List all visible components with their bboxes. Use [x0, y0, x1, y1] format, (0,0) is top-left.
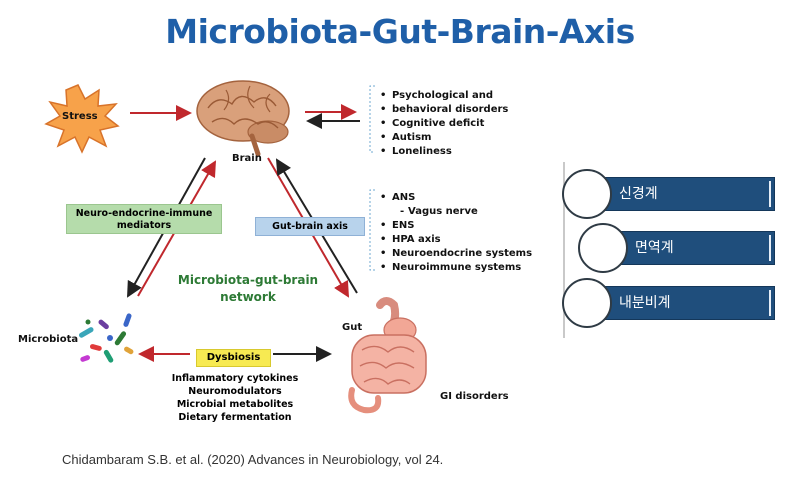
- microbiota-illustration: [78, 313, 134, 363]
- list-circle-marker: [562, 278, 612, 328]
- brain-label: Brain: [232, 153, 262, 164]
- network-label: Microbiota-gut-brain network: [173, 272, 323, 306]
- brain-effects-list: Psychological and behavioral disorders C…: [380, 89, 508, 159]
- stress-starburst: [44, 84, 120, 154]
- axis-component-item: Neuroendocrine systems: [380, 247, 532, 261]
- axis-component-item: ENS: [380, 219, 532, 233]
- mediators-line2: mediators: [116, 220, 172, 231]
- page-title: Microbiota-Gut-Brain-Axis: [165, 12, 635, 51]
- korean-list-label: 내분비계: [619, 295, 671, 311]
- dysbiosis-factors: Inflammatory cytokines Neuromodulators M…: [150, 372, 320, 424]
- gi-disorders-label: GI disorders: [440, 391, 509, 402]
- bar-edge: [769, 181, 771, 207]
- network-line1: Microbiota-gut-brain: [177, 273, 319, 287]
- mediators-line1: Neuro-endocrine-immune: [75, 208, 213, 219]
- stress-label: Stress: [62, 111, 98, 122]
- dysbiosis-factor: Neuromodulators: [188, 386, 282, 397]
- axis-component-item: ANS: [380, 191, 532, 205]
- mediators-box: Neuro-endocrine-immune mediators: [66, 204, 222, 234]
- microbiota-label: Microbiota: [18, 334, 79, 345]
- brain-effect-item: Psychological and: [380, 89, 508, 103]
- bar-edge: [769, 235, 771, 261]
- brain-effect-item-continued: behavioral disorders: [380, 103, 508, 117]
- gut-illustration: [348, 297, 427, 414]
- axis-component-item: Neuroimmune systems: [380, 261, 532, 275]
- brain-illustration: [196, 80, 290, 157]
- dysbiosis-factor: Microbial metabolites: [176, 399, 294, 410]
- gut-brain-axis-box: Gut-brain axis: [255, 217, 365, 236]
- axis-component-item: HPA axis: [380, 233, 532, 247]
- korean-list-item-nervous: 신경계: [588, 177, 775, 211]
- brain-effect-item: Autism: [380, 131, 508, 145]
- bar-edge: [769, 290, 771, 316]
- network-line2: network: [220, 290, 276, 304]
- dysbiosis-box: Dysbiosis: [196, 349, 271, 367]
- korean-list-item-endocrine: 내분비계: [588, 286, 775, 320]
- citation: Chidambaram S.B. et al. (2020) Advances …: [62, 452, 444, 467]
- list-circle-marker: [578, 223, 628, 273]
- axis-components-list: ANS Vagus nerve ENS HPA axis Neuroendocr…: [380, 191, 532, 275]
- gut-label: Gut: [342, 322, 363, 333]
- axis-component-subitem: Vagus nerve: [380, 205, 532, 219]
- brain-effect-item: Cognitive deficit: [380, 117, 508, 131]
- korean-list-label: 신경계: [619, 186, 658, 202]
- dysbiosis-factor: Inflammatory cytokines: [171, 373, 299, 384]
- korean-list-label: 면역계: [635, 240, 674, 256]
- dysbiosis-factor: Dietary fermentation: [178, 412, 292, 423]
- list-circle-marker: [562, 169, 612, 219]
- brain-effect-item: Loneliness: [380, 145, 508, 159]
